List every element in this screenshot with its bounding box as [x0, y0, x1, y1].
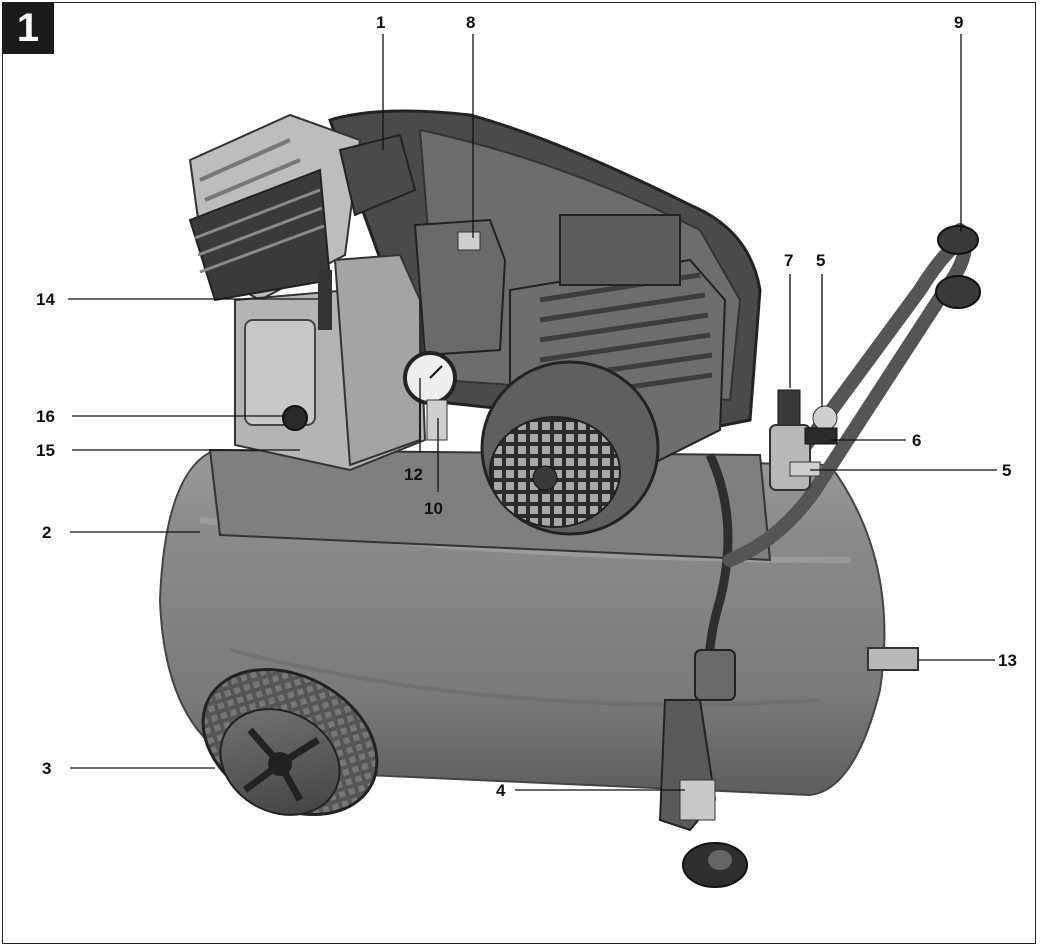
terminal-box: [559, 214, 681, 286]
pump-head: [188, 113, 417, 302]
callout-8: 8: [466, 13, 476, 32]
callout-14: 14: [36, 290, 55, 309]
safety-valve: [426, 399, 448, 441]
callout-12: 12: [404, 465, 423, 484]
callout-7: 7: [784, 251, 794, 270]
oil-sight-glass: [282, 405, 308, 431]
leader-lines: [68, 34, 997, 791]
figure-number-badge: 1: [2, 2, 54, 54]
callout-16: 16: [36, 407, 55, 426]
callout-1: 1: [376, 13, 386, 32]
pressure-reducer: [769, 389, 838, 491]
hose-coupling: [694, 649, 736, 701]
callout-2: 2: [42, 523, 52, 542]
quick-coupling: [867, 647, 919, 671]
callout-9: 9: [954, 13, 964, 32]
callout-3: 3: [42, 759, 52, 778]
pressure-switch: [413, 218, 507, 357]
oil-dipstick: [318, 270, 332, 330]
pressure-gauge: [403, 351, 457, 405]
callout-10: 10: [424, 499, 443, 518]
electric-motor: [480, 214, 727, 536]
callout-6: 6: [912, 431, 922, 450]
callout-13: 13: [998, 651, 1017, 670]
callout-15: 15: [36, 441, 55, 460]
caster-wheel: [658, 699, 748, 888]
wheel: [201, 667, 379, 817]
callout-4: 4: [496, 781, 506, 800]
callout-5-top: 5: [816, 251, 826, 270]
callout-5-right: 5: [1002, 461, 1012, 480]
crankcase: [234, 253, 427, 472]
push-handle: [723, 223, 981, 567]
